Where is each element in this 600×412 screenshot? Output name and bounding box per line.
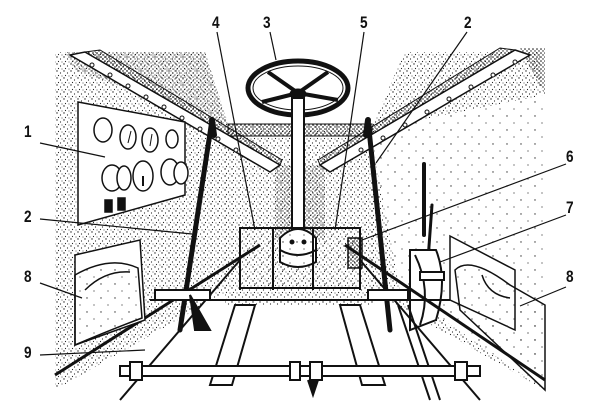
callout-9: 9 — [24, 343, 32, 362]
callout-7: 7 — [566, 198, 574, 217]
callout-1: 1 — [24, 122, 32, 141]
gauge-icon — [119, 124, 137, 150]
gauge-icon — [141, 127, 159, 153]
instrument-panel — [77, 101, 189, 226]
callout-4: 4 — [212, 13, 220, 32]
cross-shaft — [119, 361, 481, 399]
callout-8-left: 8 — [24, 267, 32, 286]
gauge-icon — [165, 129, 179, 149]
gauge-icon — [116, 165, 132, 191]
track-guard-left — [74, 239, 146, 347]
gauge-icon — [173, 161, 189, 185]
gear-shift-sector — [409, 249, 445, 332]
callout-2-right: 2 — [464, 13, 472, 32]
callout-6: 6 — [566, 147, 574, 166]
callout-5: 5 — [360, 13, 368, 32]
callout-3: 3 — [263, 13, 271, 32]
callout-2-left: 2 — [24, 207, 32, 226]
callout-leaders — [39, 31, 567, 356]
callout-8-right: 8 — [566, 267, 574, 286]
track-guard-right — [449, 234, 546, 392]
gauge-icon — [93, 117, 113, 143]
